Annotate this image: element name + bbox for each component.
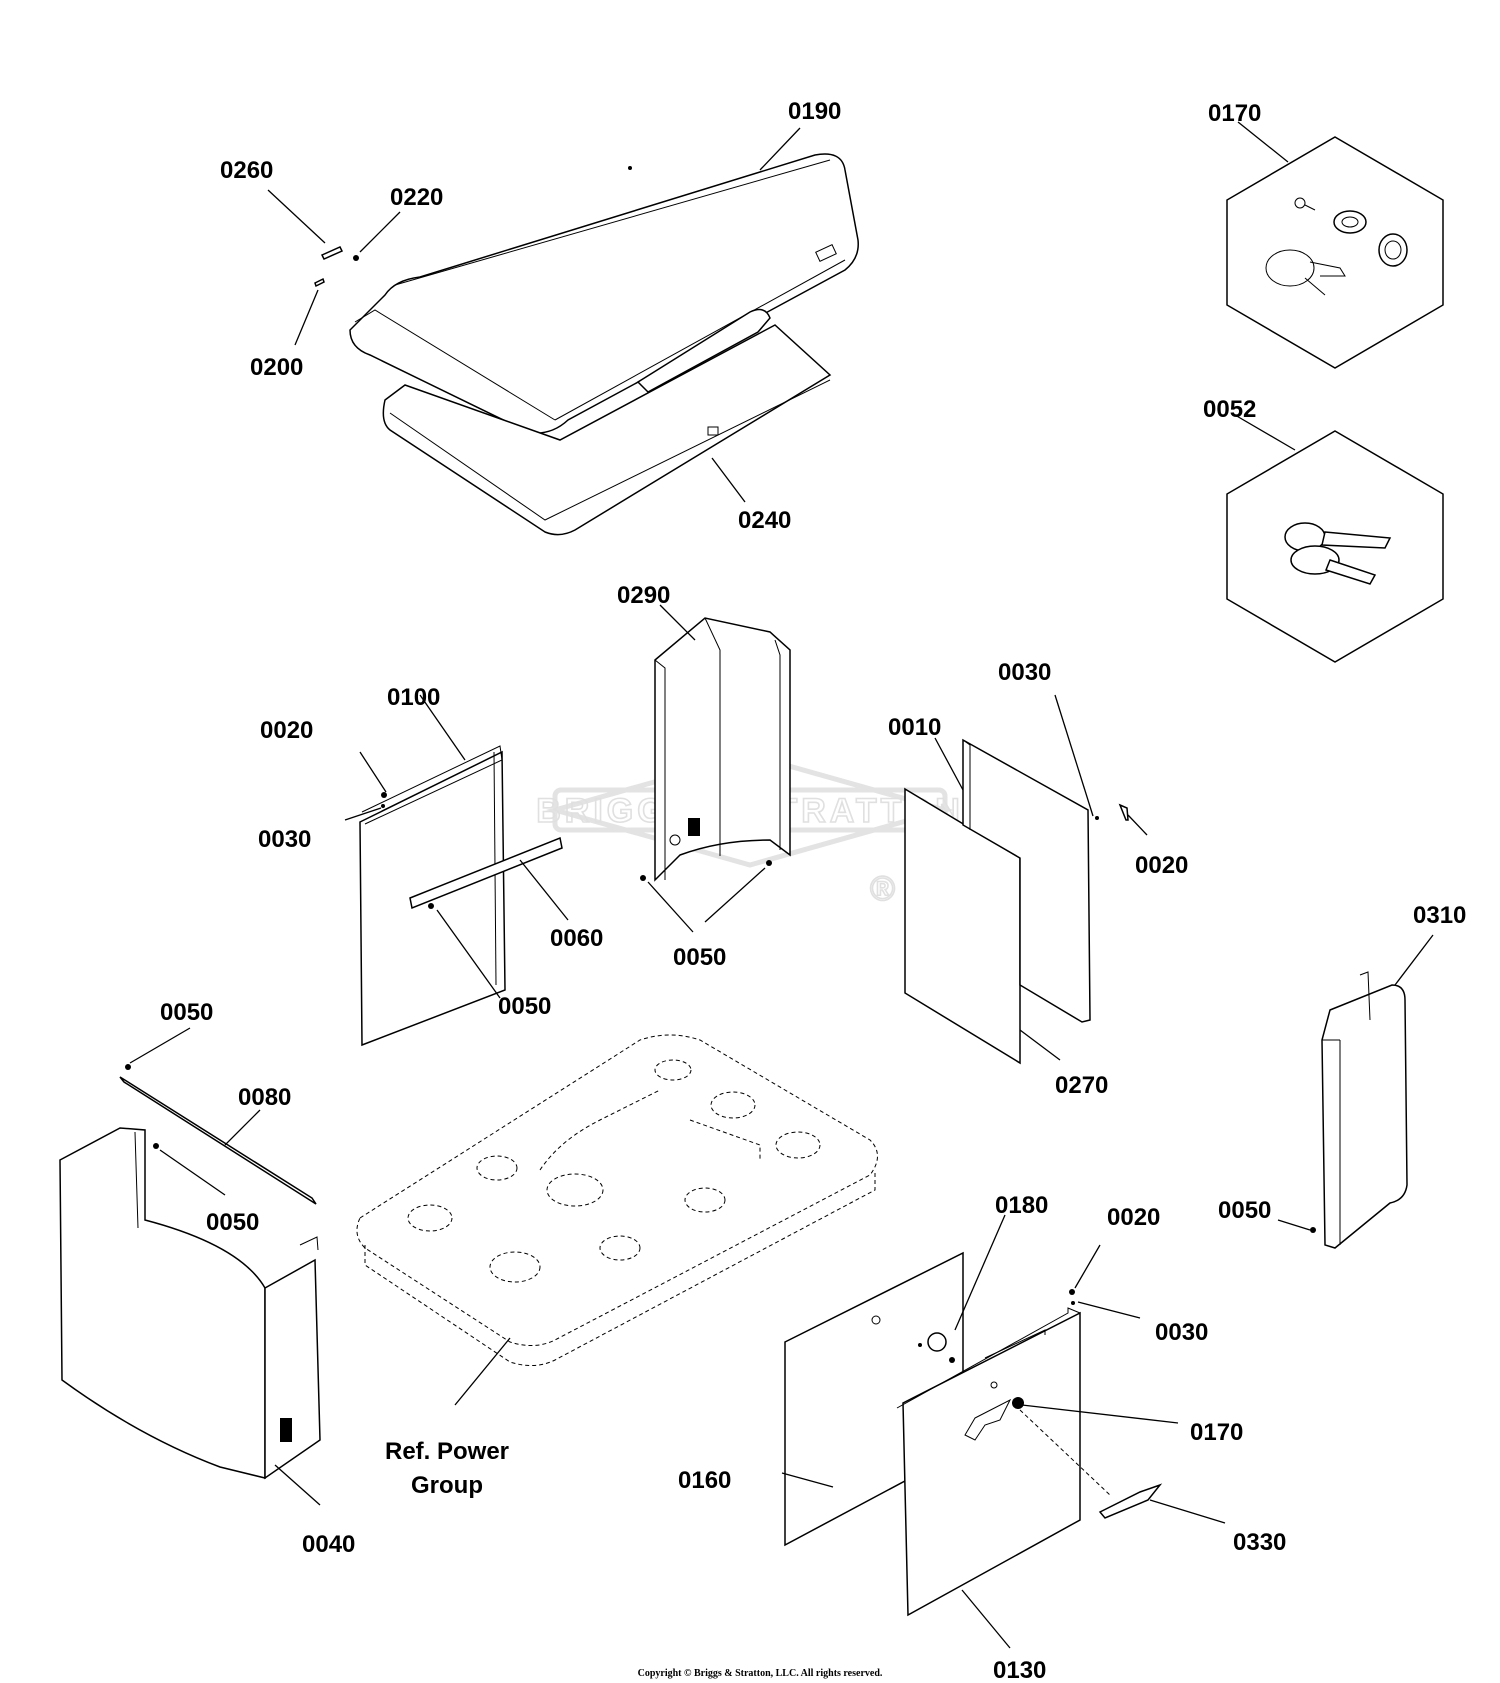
label-0330: 0330 <box>1233 1529 1286 1556</box>
label-0310: 0310 <box>1413 902 1466 929</box>
part-0080-bar[interactable] <box>119 1076 317 1205</box>
part-0260-hinge-pin[interactable] <box>320 246 344 260</box>
part-0040-left-enclosure[interactable] <box>59 1127 321 1480</box>
part-0290-center-panel[interactable] <box>654 617 791 882</box>
label-0050-0310: 0050 <box>1218 1197 1271 1224</box>
ref-power-label-line1: Ref. Power <box>385 1438 509 1465</box>
part-0200-screw[interactable] <box>314 277 325 288</box>
copyright-notice: Copyright © Briggs & Stratton, LLC. All … <box>638 1668 883 1679</box>
label-0050-0100: 0050 <box>498 993 551 1020</box>
label-0050-0290: 0050 <box>673 944 726 971</box>
label-0130: 0130 <box>993 1657 1046 1683</box>
label-0200: 0200 <box>250 354 303 381</box>
part-labels: 0190 0260 0220 0200 0240 0170 0052 0290 … <box>160 98 1466 1683</box>
label-0060: 0060 <box>550 925 603 952</box>
part-0190-roof-cover[interactable] <box>349 153 859 434</box>
label-0040: 0040 <box>302 1531 355 1558</box>
label-0052: 0052 <box>1203 396 1256 423</box>
part-0310-right-side-panel[interactable] <box>1321 971 1408 1249</box>
label-0020-left: 0020 <box>260 717 313 744</box>
part-0060-rail[interactable] <box>409 836 563 910</box>
label-0050-0040: 0050 <box>206 1209 259 1236</box>
part-0220-fastener[interactable] <box>353 255 359 261</box>
part-0130-front-door[interactable] <box>896 1307 1081 1617</box>
label-0180: 0180 <box>995 1192 1048 1219</box>
screw-markers <box>125 792 1316 1305</box>
part-0170-lock-kit-hexagon[interactable] <box>1226 136 1444 369</box>
label-0020-front: 0020 <box>1107 1204 1160 1231</box>
label-0240: 0240 <box>738 507 791 534</box>
label-0030-right: 0030 <box>998 659 1051 686</box>
label-0220: 0220 <box>390 184 443 211</box>
leader-lines <box>129 121 1434 1649</box>
label-0190: 0190 <box>788 98 841 125</box>
label-0020-right: 0020 <box>1135 852 1188 879</box>
label-0010: 0010 <box>888 714 941 741</box>
label-0270: 0270 <box>1055 1072 1108 1099</box>
label-0100: 0100 <box>387 684 440 711</box>
part-0052-keys-hexagon[interactable] <box>1226 430 1444 663</box>
svg-text:®: ® <box>870 870 899 908</box>
power-group-base <box>356 1034 878 1366</box>
label-0030-front: 0030 <box>1155 1319 1208 1346</box>
part-0270-side-panel[interactable] <box>962 738 1091 1023</box>
part-0180-latch[interactable] <box>918 1332 955 1363</box>
label-0050-0080: 0050 <box>160 999 213 1026</box>
label-0170-top: 0170 <box>1208 100 1261 127</box>
part-0330-badge[interactable] <box>1019 1409 1163 1519</box>
ref-power-label-line2: Group <box>411 1472 483 1499</box>
label-0260: 0260 <box>220 157 273 184</box>
label-0290: 0290 <box>617 582 670 609</box>
label-0170-front: 0170 <box>1190 1419 1243 1446</box>
label-0030-left: 0030 <box>258 826 311 853</box>
label-0080: 0080 <box>238 1084 291 1111</box>
part-0240-roof-liner[interactable] <box>382 324 832 536</box>
label-0160: 0160 <box>678 1467 731 1494</box>
